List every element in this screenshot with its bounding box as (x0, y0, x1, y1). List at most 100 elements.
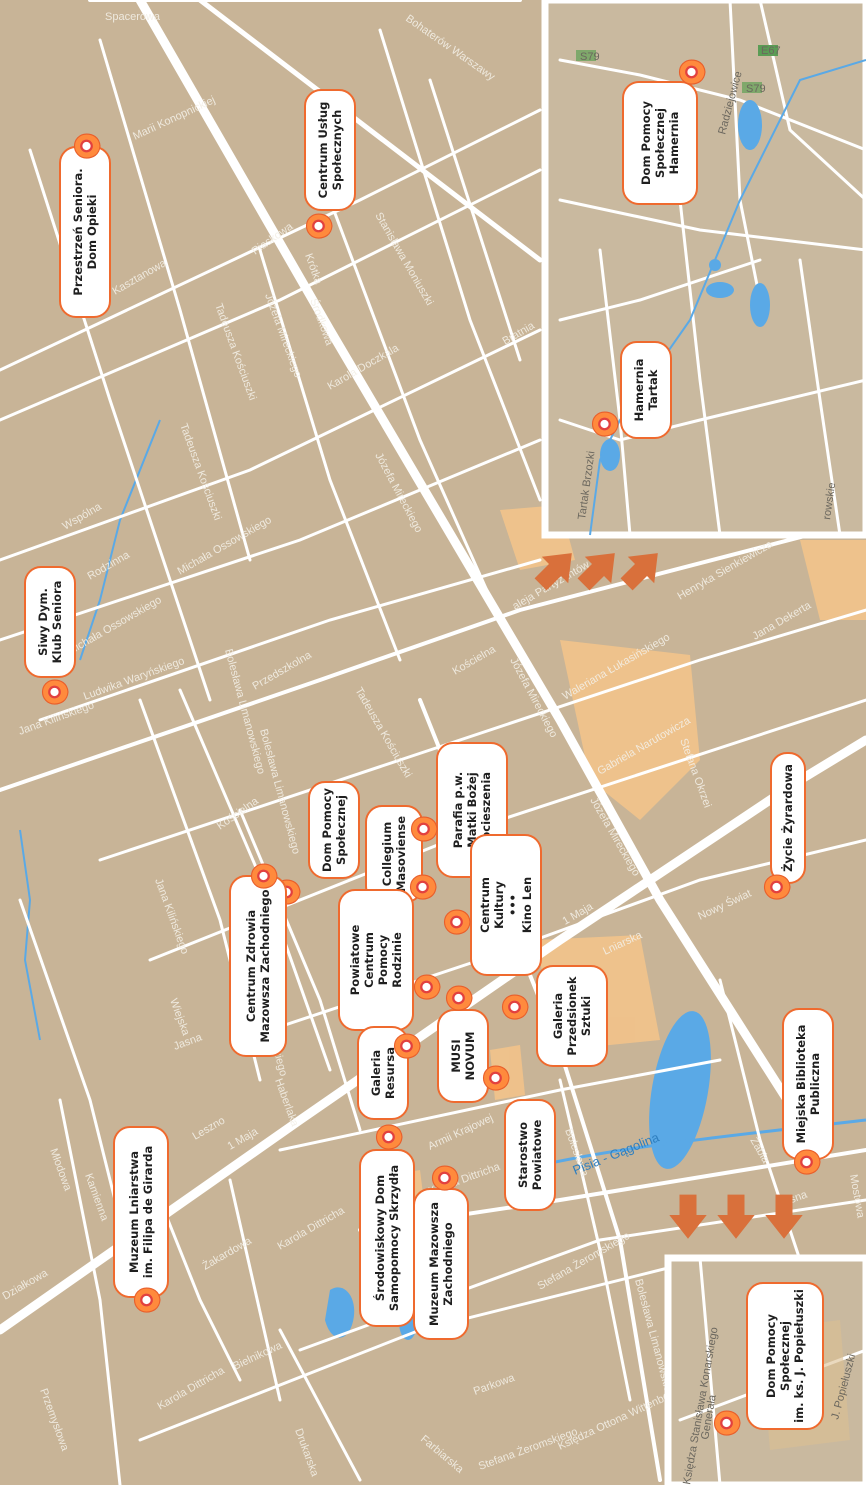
poi-label-text: Kino Len (520, 877, 534, 933)
road-badge: E67 (761, 45, 781, 57)
poi-label-text: NOVUM (463, 1032, 477, 1081)
poi-label-text: Centrum (478, 877, 492, 933)
poi-label-text: Miejska Biblioteka (794, 1025, 808, 1144)
map-pin-icon[interactable] (443, 909, 471, 935)
poi-label-text: Przestrzeń Seniora. (71, 168, 85, 295)
poi-label-text: Środowiskowy Dom (372, 1175, 387, 1301)
map-pin-icon[interactable] (793, 1149, 821, 1175)
map-pin-icon[interactable] (482, 1065, 510, 1091)
poi-label-text: Dom Pomocy (639, 101, 653, 185)
poi-label-text: Muzeum Lniarstwa (127, 1151, 141, 1273)
map-pin-icon[interactable] (250, 863, 278, 889)
map-pin-icon[interactable] (410, 816, 438, 842)
poi-label-bg (746, 1282, 824, 1430)
poi-label-bg (308, 781, 360, 879)
map-pin-icon[interactable] (445, 985, 473, 1011)
poi-label-text: Matki Bożej (465, 772, 479, 847)
inset-hamernia[interactable]: S79 S79 E67 Radziejowice Tartak Brzozki … (541, 0, 866, 539)
map-pin-icon[interactable] (413, 974, 441, 1000)
poi-label-bg (24, 566, 76, 678)
road-badge: S79 (580, 51, 600, 63)
poi-label-text: Galeria (369, 1050, 383, 1096)
map-pin-icon[interactable] (305, 213, 333, 239)
poi-label-text: Powiatowe (348, 925, 362, 996)
map-pin-icon[interactable] (431, 1165, 459, 1191)
poi-label-bg (620, 341, 672, 439)
poi-callout-zycie-zyrardowa[interactable]: Życie Żyrardowa (763, 752, 806, 900)
map-pin-icon[interactable] (713, 1410, 741, 1436)
poi-label-text: Hamernia (667, 112, 681, 175)
map-pin-icon[interactable] (501, 994, 529, 1020)
map-pin-icon[interactable] (73, 133, 101, 159)
poi-label-box[interactable]: Przestrzeń Seniora.Dom Opieki (59, 146, 111, 318)
poi-label-box[interactable]: Siwy Dym.Klub Seniora (24, 566, 76, 678)
poi-callout-siwy-dym[interactable]: Siwy Dym.Klub Seniora (24, 566, 76, 705)
poi-label-box[interactable]: Życie Żyrardowa (770, 752, 806, 884)
poi-callout-przestrzen-seniora[interactable]: Przestrzeń Seniora.Dom Opieki (59, 133, 111, 318)
poi-label-bg (304, 89, 356, 211)
poi-label-text: Resursa (383, 1047, 397, 1099)
poi-label-text: Społecznych (330, 110, 344, 191)
poi-label-bg (470, 834, 542, 976)
poi-label-text: Przedsionek (565, 976, 579, 1055)
poi-label-text: Masoviense (394, 816, 408, 892)
poi-label-text: Galeria (551, 993, 565, 1039)
poi-label-text: Dom Pomocy (764, 1314, 778, 1398)
poi-label-text: Hamernia (632, 359, 646, 422)
poi-label-text: im. ks. J. Popiełuszki (792, 1289, 806, 1423)
poi-label-text: im. Filipa de Girarda (141, 1146, 155, 1279)
map-pin-icon[interactable] (393, 1033, 421, 1059)
map-pin-icon[interactable] (133, 1287, 161, 1313)
map-pin-icon[interactable] (41, 679, 69, 705)
map-pin-icon[interactable] (591, 411, 619, 437)
map-pin-icon[interactable] (678, 59, 706, 85)
poi-label-text: ••• (506, 894, 520, 916)
map-pin-icon[interactable] (375, 1124, 403, 1150)
poi-label-text: Siwy Dym. (36, 588, 50, 656)
poi-label-text: Centrum Zdrowia (244, 910, 258, 1022)
poi-label-text: Kultury (492, 881, 506, 929)
poi-layer[interactable]: Przestrzeń Seniora.Dom Opieki Centrum Usł… (24, 59, 834, 1436)
poi-label-text: Sztuki (579, 996, 593, 1036)
poi-label-text: Collegium (380, 822, 394, 886)
poi-label-bg (536, 965, 608, 1067)
poi-label-text: Publiczna (808, 1053, 822, 1115)
map-pin-icon[interactable] (409, 874, 437, 900)
map-pin-icon[interactable] (763, 874, 791, 900)
poi-label-text: Rodzinie (390, 932, 404, 988)
